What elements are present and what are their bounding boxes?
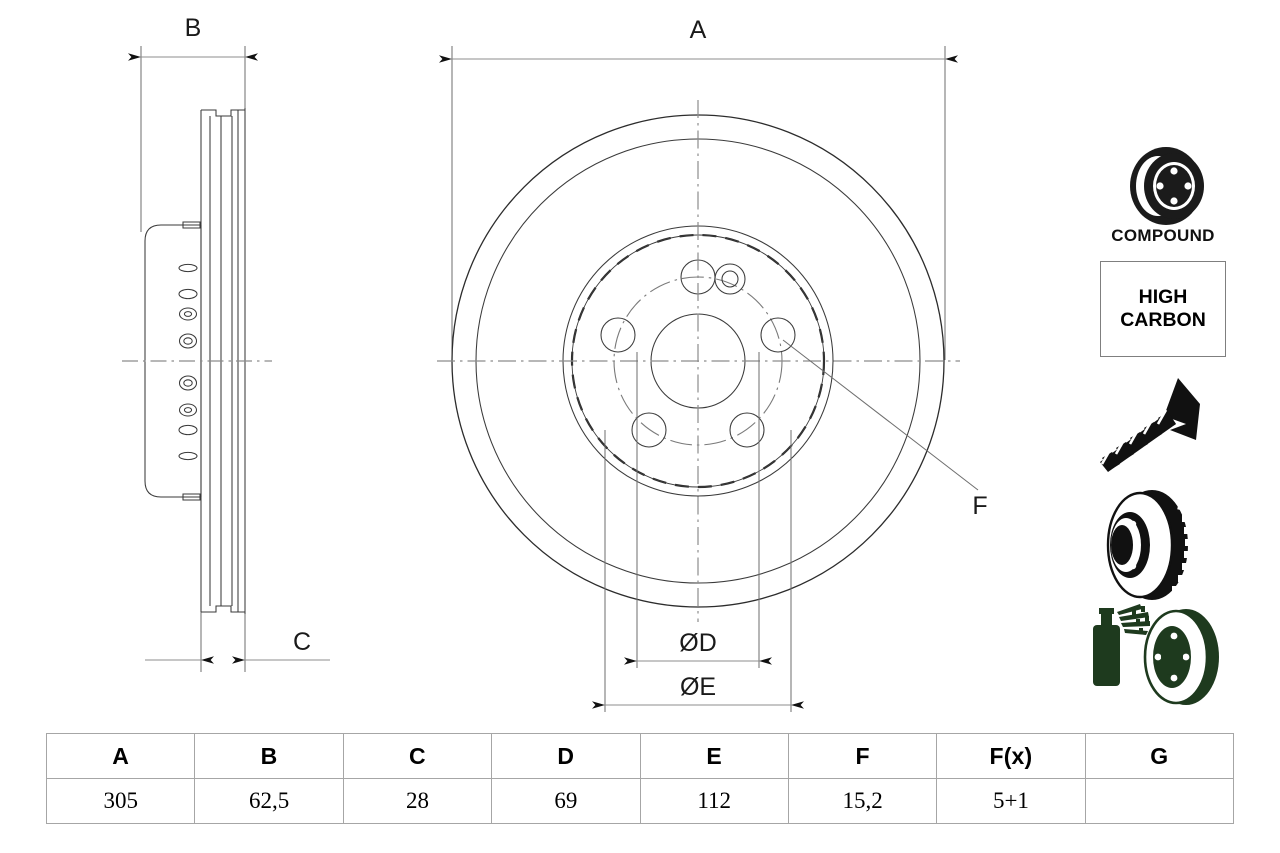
front-view (437, 46, 979, 712)
ventilated-brake-disc-icon (1106, 490, 1192, 600)
dimension-label-f: F (972, 492, 988, 520)
spec-header-f: F (787, 733, 938, 779)
dimension-label-b: B (184, 14, 202, 42)
spec-value-b: 62,5 (194, 778, 344, 824)
spec-header-g: G (1084, 733, 1235, 779)
dimension-label-od: ØD (679, 629, 717, 657)
high-carbon-line-2: CARBON (1120, 309, 1206, 331)
spec-header-a: A (45, 733, 196, 779)
dimension-label-c: C (292, 628, 312, 656)
pilot-hole (714, 263, 746, 295)
high-carbon-badge: HIGH CARBON (1100, 261, 1226, 357)
dimension-label-a: A (689, 16, 707, 44)
spec-table-value-row: 305 62,5 28 69 112 15,2 5+1 (45, 778, 1235, 824)
spec-header-b: B (194, 733, 344, 779)
bolt-hole (760, 317, 796, 353)
spec-header-e: E (639, 733, 789, 779)
spec-value-a: 305 (45, 778, 196, 824)
compound-icon (1130, 147, 1204, 225)
countersunk-screw-icon (1100, 378, 1200, 472)
spray-can-coated-disc-icon (1093, 604, 1219, 705)
bolt-hole (729, 412, 765, 448)
hub-hole-marks (178, 263, 198, 461)
dimension-od (624, 352, 772, 668)
spec-value-f: 15,2 (787, 778, 938, 824)
spec-header-d: D (491, 733, 641, 779)
dimension-c (145, 612, 330, 672)
spec-value-d: 69 (491, 778, 641, 824)
spec-value-e: 112 (639, 778, 789, 824)
spec-header-c: C (342, 733, 493, 779)
leader-line-f (782, 339, 979, 491)
spec-table-header-row: A B C D E F F(x) G (45, 733, 1235, 779)
side-section-view (122, 46, 330, 672)
spec-value-g (1084, 778, 1235, 824)
compound-badge-label: COMPOUND (1111, 226, 1215, 245)
front-view-centerlines (437, 100, 960, 622)
dimension-oe (592, 430, 804, 712)
dimension-b (128, 46, 258, 232)
bolt-hole (631, 412, 667, 448)
bolt-hole (600, 317, 636, 353)
spec-value-c: 28 (342, 778, 493, 824)
spec-header-fx: F(x) (936, 733, 1086, 779)
dimension-a (439, 46, 958, 360)
high-carbon-line-1: HIGH (1138, 286, 1188, 308)
dimension-spec-table: A B C D E F F(x) G 305 62,5 28 69 112 15… (45, 733, 1235, 824)
spec-value-fx: 5+1 (936, 778, 1086, 824)
dimension-label-oe: ØE (679, 673, 717, 701)
